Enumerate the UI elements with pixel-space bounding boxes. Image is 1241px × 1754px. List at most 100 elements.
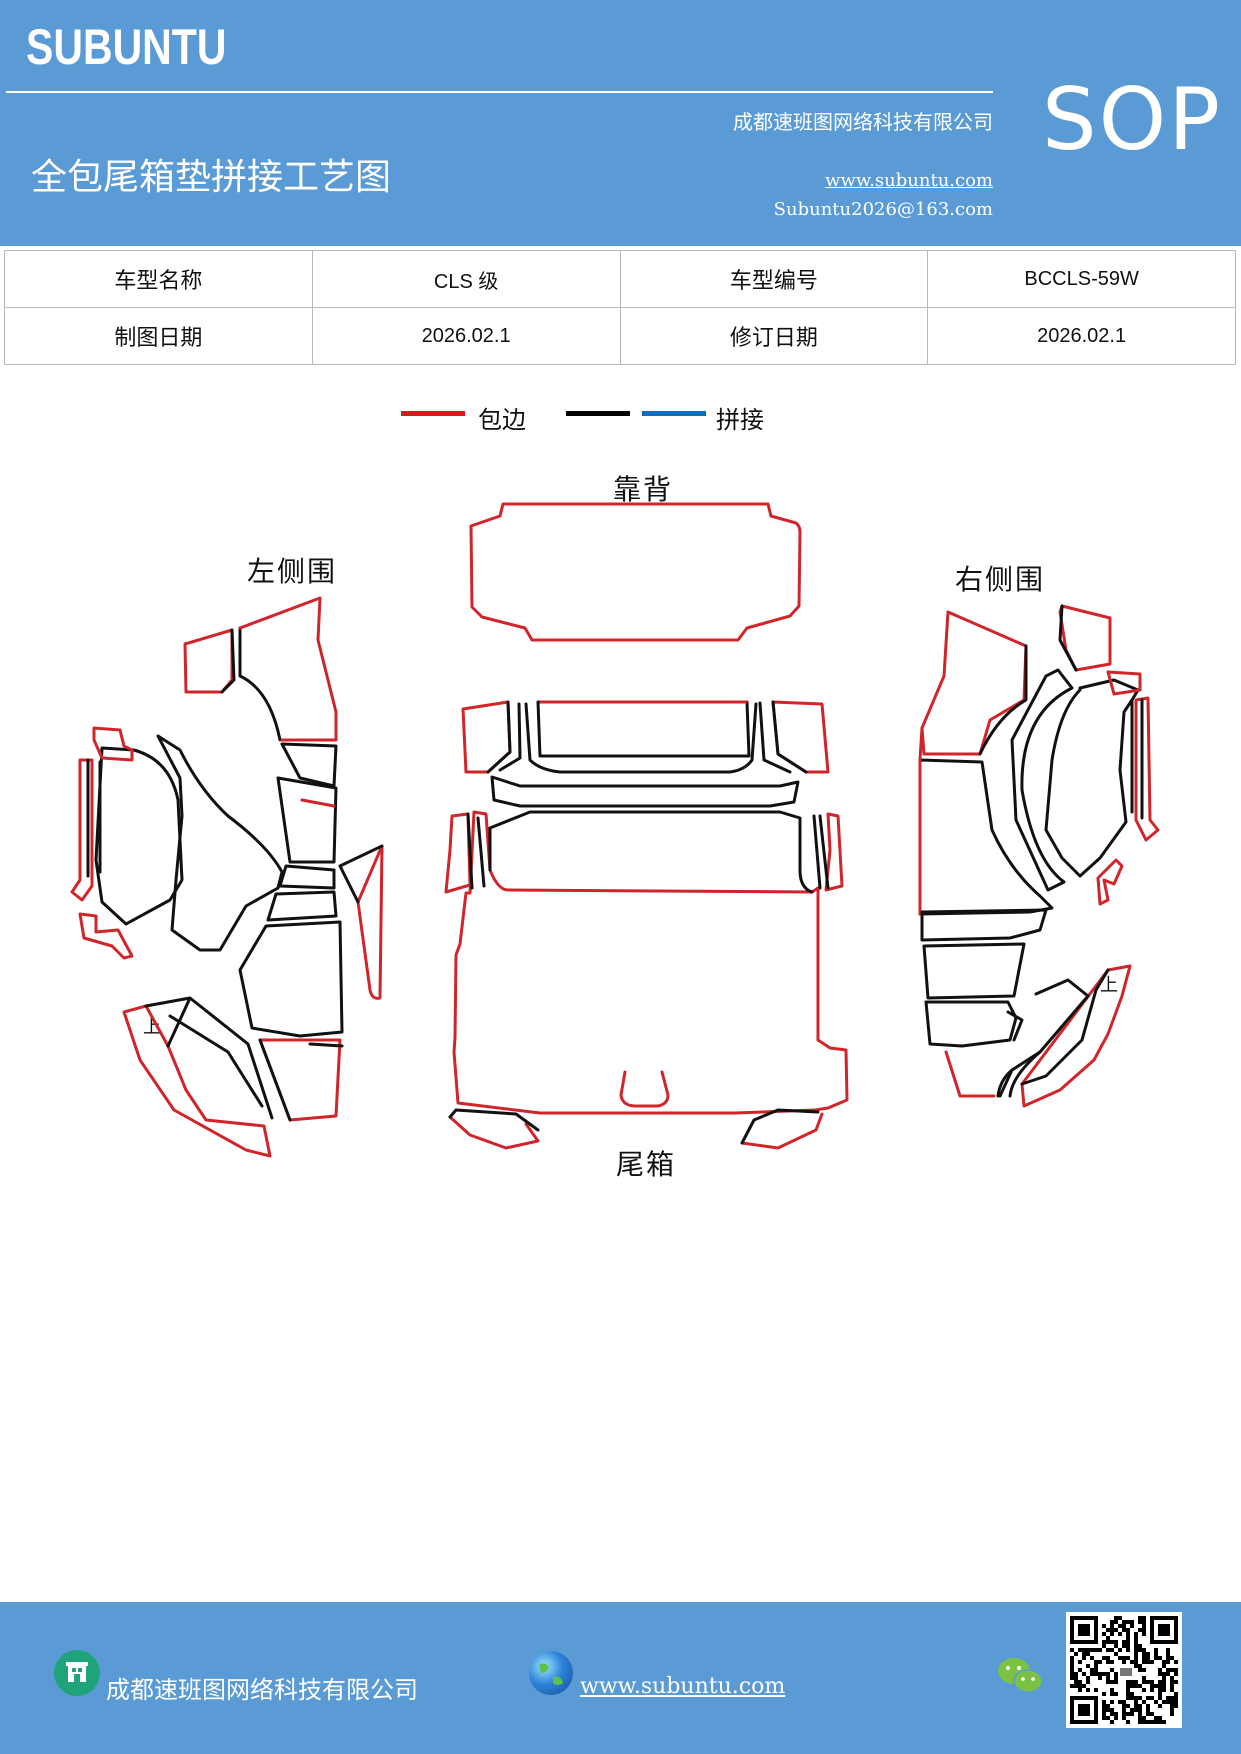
right-lower-strip-2 xyxy=(922,942,1026,1000)
table-row: 制图日期 2026.02.1 修订日期 2026.02.1 xyxy=(4,307,1236,365)
left-thin-strip-seam xyxy=(86,758,102,878)
document-title: 全包尾箱垫拼接工艺图 xyxy=(31,157,392,198)
table-row: 车型名称 CLS 级 车型编号 BCCLS-59W xyxy=(4,250,1236,308)
footer-company: 成都速班图网络科技有限公司 xyxy=(106,1676,418,1704)
floor-side-left xyxy=(444,812,472,894)
floor-corner-left xyxy=(448,1115,540,1150)
trunk-mat-diagram xyxy=(70,502,1160,1158)
center-top-inner xyxy=(524,702,758,774)
left-right-strip xyxy=(356,844,384,1000)
floor-outline xyxy=(452,810,849,1115)
brand-logo: SUBUNTU xyxy=(26,19,227,75)
label-trunk: 尾箱 xyxy=(616,1148,677,1181)
right-thin-strip xyxy=(1134,696,1160,842)
left-small-top xyxy=(92,726,134,762)
right-small-bottom xyxy=(1096,858,1124,906)
footer-website-link[interactable]: www.subuntu.com xyxy=(580,1674,786,1699)
qr-code-pattern xyxy=(1070,1616,1178,1724)
floor-seam-top xyxy=(488,810,814,894)
left-upper-main xyxy=(238,596,338,742)
cell-value-model-name: CLS 级 xyxy=(311,250,621,308)
right-lower-swoop-seam xyxy=(998,968,1110,1098)
building-icon xyxy=(54,1650,100,1696)
floor-handle xyxy=(619,1070,670,1108)
right-lower-swoop xyxy=(1020,964,1132,1108)
header-email: Subuntu2026@163.com xyxy=(773,199,993,220)
cell-label-revise-date: 修订日期 xyxy=(619,307,929,365)
header-banner: SUBUNTU 成都速班图网络科技有限公司 全包尾箱垫拼接工艺图 www.sub… xyxy=(0,0,1241,246)
left-lower-right-seam xyxy=(258,1038,344,1122)
center-left-block-seam xyxy=(486,700,522,774)
center-right-block xyxy=(771,700,830,774)
right-main-body-edge xyxy=(918,726,924,916)
center-section xyxy=(444,700,849,1150)
label-right-side: 右侧围 xyxy=(955,563,1046,596)
cell-value-model-code: BCCLS-59W xyxy=(927,250,1236,308)
backrest-outline xyxy=(469,502,802,642)
legend-label-edge: 包边 xyxy=(478,406,526,434)
right-main-body xyxy=(918,758,1054,916)
floor-corner-right-seam xyxy=(740,1108,820,1145)
floor-corner-right xyxy=(740,1112,824,1150)
globe-icon-glyph xyxy=(539,1663,563,1685)
left-lower-swoop-seam xyxy=(144,996,274,1120)
left-mid-strip-2 xyxy=(276,776,338,864)
left-lower-swoop xyxy=(122,1004,272,1158)
legend-label-seam: 拼接 xyxy=(716,406,764,434)
header-company: 成都速班图网络科技有限公司 xyxy=(733,110,993,134)
center-left-block xyxy=(461,700,512,774)
header-website-link[interactable]: www.subuntu.com xyxy=(825,170,993,191)
legend-swatch-seam xyxy=(642,411,706,416)
footer-banner: 成都速班图网络科技有限公司 www.subuntu.com xyxy=(0,1602,1241,1754)
right-upper-main xyxy=(920,610,1028,756)
right-mid-shape xyxy=(1010,668,1074,892)
left-back-shape xyxy=(156,734,284,952)
left-right-strip-seam xyxy=(338,844,384,904)
label-up-right: 上 xyxy=(1100,975,1120,996)
left-thin-strip xyxy=(70,758,94,902)
right-upper-small-2 xyxy=(1106,670,1142,696)
center-strip xyxy=(490,775,800,808)
right-lower-strip-3 xyxy=(924,1000,1018,1048)
floor-side-right-seam xyxy=(812,814,830,890)
left-upper-block xyxy=(183,628,234,694)
header-divider xyxy=(6,91,993,93)
cell-label-model-code: 车型编号 xyxy=(619,250,929,308)
left-upper-block-seam xyxy=(220,626,282,742)
cell-value-revise-date: 2026.02.1 xyxy=(927,307,1236,365)
floor-side-left-seam xyxy=(466,812,486,890)
legend: 包边 拼接 xyxy=(0,400,1241,440)
center-right-block-seam xyxy=(758,700,808,774)
label-backrest: 靠背 xyxy=(613,473,674,506)
right-upper-small-seam xyxy=(1058,604,1078,672)
left-lower-right xyxy=(258,1038,342,1122)
right-lower-red-left xyxy=(944,1050,996,1098)
label-left-side: 左侧围 xyxy=(247,555,338,588)
right-lower-strip-1 xyxy=(920,908,1048,942)
left-side-panel xyxy=(70,596,384,1158)
floor-side-right xyxy=(824,812,844,892)
left-mid-strip-4 xyxy=(266,890,338,922)
left-mid-strip-3 xyxy=(278,864,336,890)
vehicle-info-table: 车型名称 CLS 级 车型编号 BCCLS-59W 制图日期 2026.02.1… xyxy=(4,250,1236,365)
right-mid-shape-2 xyxy=(1044,678,1140,878)
legend-swatch-edge xyxy=(401,411,465,416)
qr-code[interactable] xyxy=(1066,1612,1182,1728)
sop-badge: SOP xyxy=(1042,70,1223,170)
wechat-icon[interactable] xyxy=(996,1654,1044,1698)
right-thin-strip-seam xyxy=(1130,698,1144,820)
left-lower-block xyxy=(238,920,344,1038)
left-mid-red-mark xyxy=(300,798,336,808)
right-upper-main-seam xyxy=(978,644,1028,756)
globe-icon xyxy=(529,1651,573,1695)
right-upper-small xyxy=(1058,604,1112,672)
left-mid-strip-1 xyxy=(280,742,338,788)
right-side-panel xyxy=(918,604,1160,1108)
cell-label-model-name: 车型名称 xyxy=(4,250,313,308)
center-top-panel xyxy=(536,700,751,758)
cell-value-draw-date: 2026.02.1 xyxy=(311,307,621,365)
backrest-piece xyxy=(469,502,802,642)
legend-swatch-black xyxy=(566,411,630,416)
left-small-bottom xyxy=(78,912,134,960)
left-back-shape-2 xyxy=(94,746,184,926)
